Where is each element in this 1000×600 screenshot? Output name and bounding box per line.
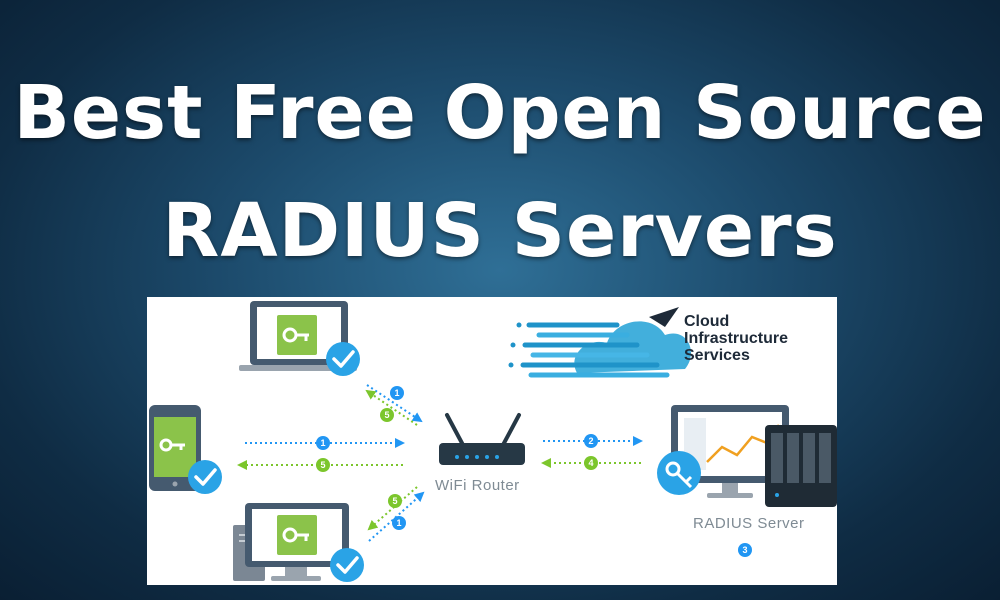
brand-line-1: Cloud — [684, 313, 730, 330]
step-badge-laptop-request: 1 — [394, 388, 399, 398]
brand-line-2: Infrastructure — [684, 330, 789, 347]
step-badge-server: 3 — [742, 545, 747, 555]
check-icon — [326, 342, 360, 376]
brand-line-3: Services — [684, 347, 750, 364]
page-title-line-1: Best Free Open Source — [13, 70, 987, 156]
desktop-icon — [233, 503, 349, 581]
step-badge-server-to-router: 4 — [588, 458, 593, 468]
step-badge-router-to-server: 2 — [588, 436, 593, 446]
step-badges: 1 5 1 5 5 1 2 4 3 — [316, 386, 752, 557]
server-label: RADIUS Server — [693, 515, 805, 532]
step-badge-laptop-response: 5 — [384, 410, 389, 420]
cloud-logo-icon — [508, 307, 692, 378]
step-badge-desktop-response: 5 — [392, 496, 397, 506]
check-icon — [330, 548, 364, 582]
laptop-icon — [239, 301, 357, 371]
step-badge-phone-request: 1 — [320, 438, 325, 448]
nas-server-icon — [765, 425, 837, 507]
brand-name: Cloud Infrastructure Services — [684, 313, 788, 364]
key-icon — [657, 451, 701, 495]
step-badge-phone-response: 5 — [320, 460, 325, 470]
radius-diagram-panel: 1 5 1 5 5 1 2 4 3 WiFi Router RADIUS Ser… — [147, 297, 837, 585]
wifi-router-icon — [439, 413, 525, 465]
radius-diagram: 1 5 1 5 5 1 2 4 3 — [149, 301, 837, 582]
page-title-line-2: RADIUS Servers — [162, 188, 838, 274]
check-icon — [188, 460, 222, 494]
step-badge-desktop-request: 1 — [396, 518, 401, 528]
server-monitor-icon — [671, 405, 789, 498]
phone-icon — [149, 405, 201, 491]
router-label: WiFi Router — [435, 477, 520, 494]
